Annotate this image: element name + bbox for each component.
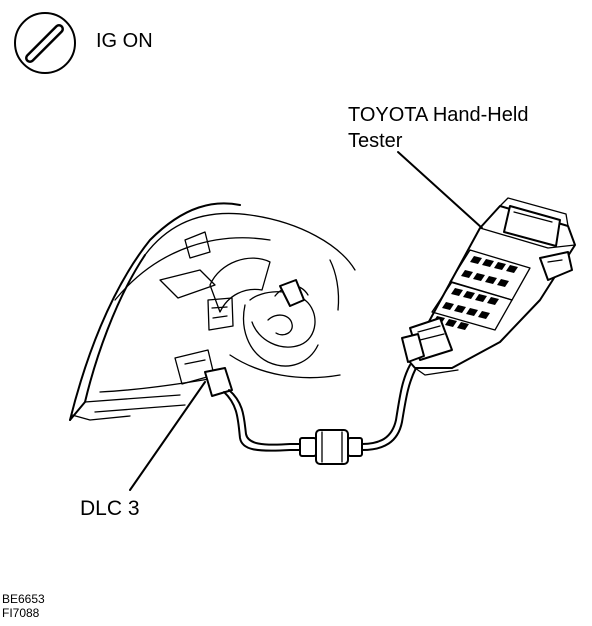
- dlc3-label: DLC 3: [80, 497, 140, 520]
- tester-cable: [223, 364, 417, 465]
- dlc3-leader-line: [129, 381, 206, 491]
- tester-label-line2: Tester: [348, 130, 403, 152]
- tester-keypad: [431, 249, 531, 331]
- tester-label-line1: TOYOTA Hand-Held: [348, 104, 529, 126]
- tester-leader-line: [397, 151, 483, 229]
- figure-code-1: BE6653: [2, 592, 45, 606]
- ignition-label: IG ON: [96, 30, 153, 52]
- hand-held-tester: [401, 197, 576, 376]
- ignition-key-icon: [14, 12, 76, 74]
- figure-code-2: FI7088: [2, 606, 40, 620]
- dashboard-illustration: [69, 202, 356, 421]
